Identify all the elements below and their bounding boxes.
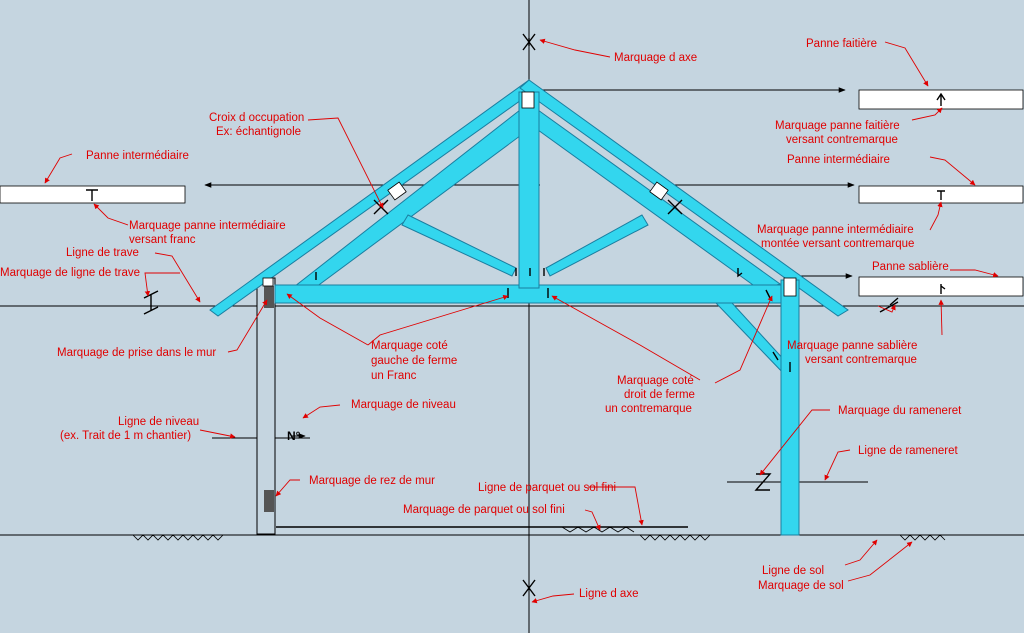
trave-mark-left [143,290,159,315]
cleat-left [387,181,407,201]
label-inter-mark-right-2: montée versant contremarque [761,238,914,250]
annotations: Marquage d axe Panne faitière Marquage p… [0,38,962,600]
label-inter-mark-left-1: Marquage panne intermédiaire [129,220,286,232]
cross-right [667,199,683,215]
label-occupation-1: Croix d occupation [209,112,304,124]
label-wall-base-mark: Marquage de rez de mur [309,475,435,487]
label-right-side-2: droit de ferme [624,389,695,401]
inter-mark-left [86,189,98,201]
label-level-mark: Marquage de niveau [351,399,456,411]
wall-grip-hatch [264,286,274,308]
projection-arrows [204,87,855,279]
label-left-side-1: Marquage coté [371,340,448,352]
cleat-right [649,181,669,201]
label-inter-purlin-left: Panne intermédiaire [86,150,189,162]
axis-mark-top [522,33,536,51]
label-right-side-3: un contremarque [605,403,692,415]
label-floor-mark: Marquage de parquet ou sol fini [403,504,565,516]
axis-mark-bottom [522,579,536,597]
label-ridge-purlin-mark-1: Marquage panne faitière [775,120,900,132]
trave-mark-right [879,297,899,313]
left-wall-top-block [262,277,274,287]
label-left-side-2: gauche de ferme [371,355,457,367]
label-ground-mark: Marquage de sol [758,580,844,592]
label-trave-line: Ligne de trave [66,247,139,259]
ridge-block [521,91,535,109]
ground-hatch [132,526,946,541]
right-brace [545,214,649,277]
roof-truss [209,79,849,536]
knee-brace [714,302,787,378]
right-post [780,279,800,536]
wall-base-hatch [264,490,274,512]
label-inter-purlin-right: Panne intermédiaire [787,154,890,166]
purlins [0,89,1024,297]
label-wall-plate-mark-1: Marquage panne sablière [787,340,917,352]
label-left-side-3: un Franc [371,370,417,382]
label-rameneret-line: Ligne de rameneret [858,445,959,457]
annotation-leaders [44,38,999,604]
left-wall [256,277,276,535]
label-trave-mark: Marquage de ligne de trave [0,267,140,279]
label-wall-grip-mark: Marquage de prise dans le mur [57,347,216,359]
label-axis-mark: Marquage d axe [614,52,697,64]
ridge-mark [936,92,946,106]
label-level-line-2: (ex. Trait de 1 m chantier) [60,430,191,442]
wall-plate-mark [940,284,946,294]
label-inter-mark-left-2: versant franc [129,234,196,246]
left-brace [401,214,517,277]
king-post [518,91,540,289]
label-axis-line: Ligne d axe [579,588,638,600]
label-wall-plate: Panne sablière [872,261,949,273]
label-occupation-2: Ex: échantignole [216,126,301,138]
label-rameneret-mark: Marquage du rameneret [838,405,962,417]
label-floor-line: Ligne de parquet ou sol fini [478,482,616,494]
label-right-side-1: Marquage coté [617,375,694,387]
blocks [262,91,797,297]
cross-left [373,199,389,215]
label-ground-line: Ligne de sol [762,565,824,577]
label-level-line-1: Ligne de niveau [118,416,199,428]
label-wall-plate-mark-2: versant contremarque [805,354,917,366]
inter-mark-right [937,190,945,200]
label-ridge-purlin: Panne faitière [806,38,877,50]
label-inter-mark-right-1: Marquage panne intermédiaire [757,224,914,236]
right-rafter [519,79,849,317]
wall-plate-block [783,277,797,297]
label-ridge-purlin-mark-2: versant contremarque [786,134,898,146]
